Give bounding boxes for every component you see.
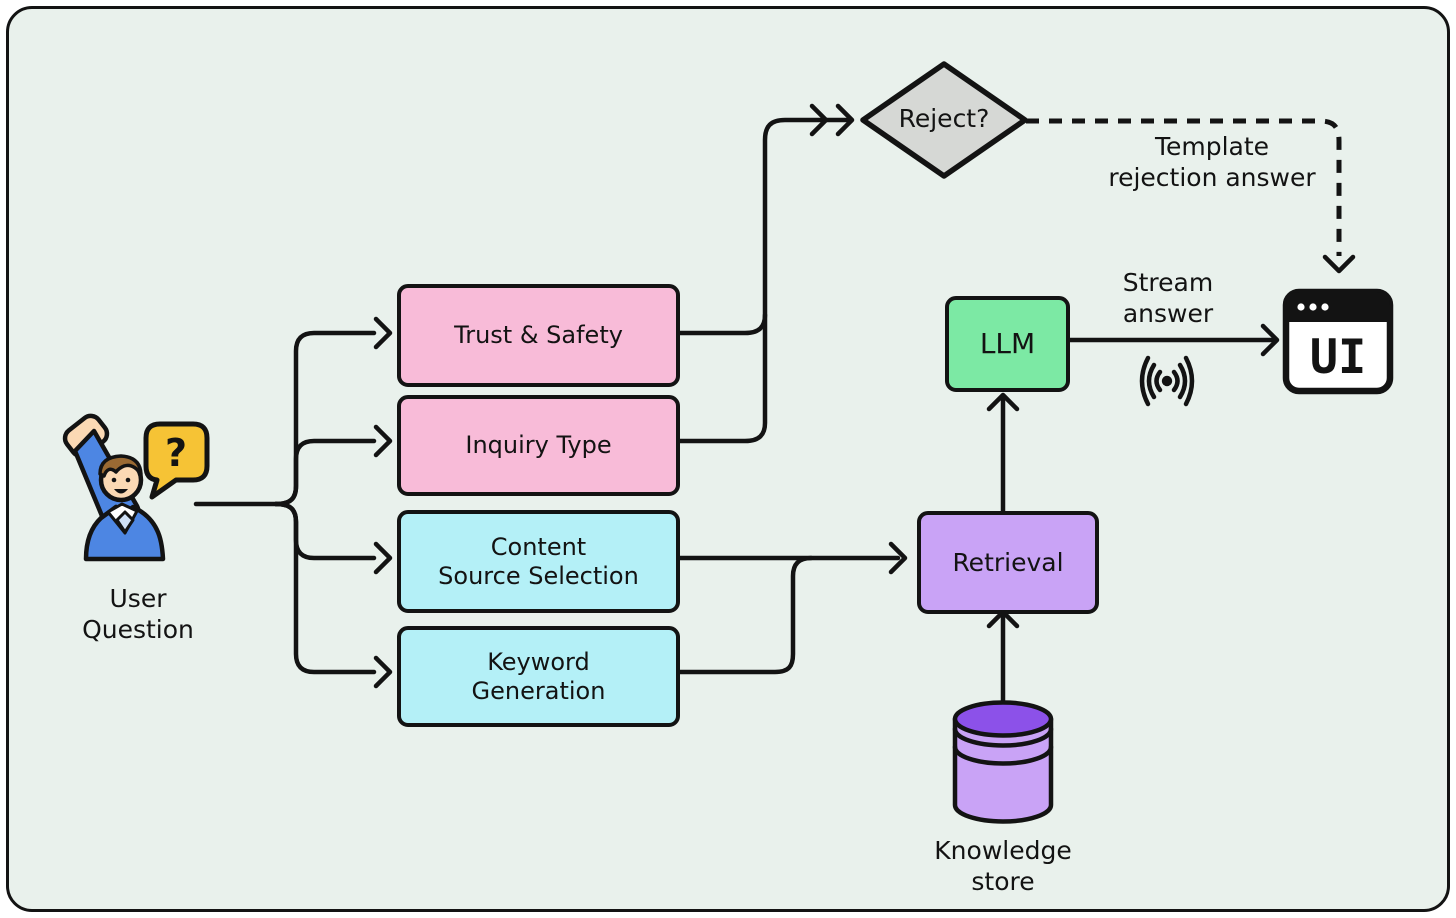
- arrowhead-llm: [986, 392, 1020, 412]
- node-content-source-selection-label: Content Source Selection: [438, 532, 639, 590]
- broadcast-wave-l2: [1146, 362, 1157, 400]
- arrowhead-keyword: [373, 655, 393, 689]
- broadcast-dot: [1161, 375, 1173, 387]
- edge-trust-merge: [669, 312, 768, 336]
- database-top: [952, 700, 1054, 738]
- broadcast-wave-r2: [1177, 362, 1188, 400]
- arrowhead-content: [373, 541, 393, 575]
- arrowhead-inquiry: [373, 424, 393, 458]
- edge-keyword-merge: [669, 555, 814, 675]
- arrowhead-reject-rear: [809, 103, 829, 137]
- user-mouth: [114, 489, 128, 494]
- connectors: [193, 103, 1356, 711]
- stream-answer-label: Stream answer: [1122, 268, 1214, 328]
- database-ring-1: [952, 726, 1054, 748]
- user-raising-hand-icon: [62, 413, 166, 562]
- ui-browser-icon: UI: [1282, 288, 1394, 395]
- diagram-frame: [6, 6, 1450, 912]
- edge-reject-ui-dashed: [1026, 118, 1342, 256]
- node-retrieval-label: Retrieval: [952, 547, 1064, 577]
- node-llm: LLM: [945, 296, 1070, 392]
- reject-label: Reject?: [898, 104, 990, 133]
- arrowhead-ui-top: [1322, 254, 1356, 274]
- node-content-source-selection: Content Source Selection: [397, 510, 680, 613]
- browser-dot-1: [1297, 303, 1305, 311]
- node-inquiry-type: Inquiry Type: [397, 395, 680, 496]
- node-trust-safety: Trust & Safety: [397, 284, 680, 387]
- arrowhead-retrieval-left: [888, 541, 908, 575]
- node-keyword-generation: Keyword Generation: [397, 626, 680, 727]
- template-rejection-label: Template rejection answer: [1108, 132, 1316, 192]
- arrowhead-ui-left: [1260, 323, 1280, 357]
- node-llm-label: LLM: [979, 327, 1036, 361]
- broadcast-icon: [1139, 355, 1195, 407]
- browser-dot-2: [1309, 303, 1317, 311]
- browser-dot-3: [1321, 303, 1329, 311]
- user-eye-right: [125, 477, 131, 483]
- browser-titlebar: [1286, 292, 1390, 322]
- user-tie: [115, 510, 135, 534]
- database-ring-2: [952, 744, 1054, 766]
- arrowhead-trust: [373, 316, 393, 350]
- broadcast-wave-r1: [1171, 369, 1180, 393]
- user-question-label: User Question: [82, 584, 194, 644]
- question-mark-glyph: ?: [165, 431, 187, 475]
- user-eye-left: [111, 477, 117, 483]
- broadcast-wave-l1: [1154, 369, 1163, 393]
- node-retrieval: Retrieval: [917, 511, 1099, 614]
- edge-inquiry-reject: [669, 117, 851, 444]
- edge-branch-trust: [273, 330, 377, 507]
- node-inquiry-type-label: Inquiry Type: [465, 431, 612, 460]
- edge-branch-inquiry: [273, 438, 377, 507]
- edge-branch-keyword: [273, 501, 377, 675]
- browser-ui-glyph: UI: [1310, 330, 1367, 385]
- broadcast-wave-l3: [1139, 355, 1151, 407]
- node-keyword-generation-label: Keyword Generation: [471, 647, 606, 705]
- edge-branch-content: [273, 501, 377, 561]
- user-hair: [98, 454, 143, 478]
- knowledge-store-label: Knowledge store: [934, 836, 1072, 896]
- question-bubble-shape: [143, 421, 210, 500]
- reject-diamond-shape: [860, 61, 1028, 179]
- database-icon: [952, 700, 1054, 824]
- node-trust-safety-label: Trust & Safety: [454, 321, 623, 350]
- question-bubble-icon: ?: [143, 421, 210, 500]
- broadcast-wave-r3: [1183, 355, 1195, 407]
- arrowhead-reject-front: [835, 103, 855, 137]
